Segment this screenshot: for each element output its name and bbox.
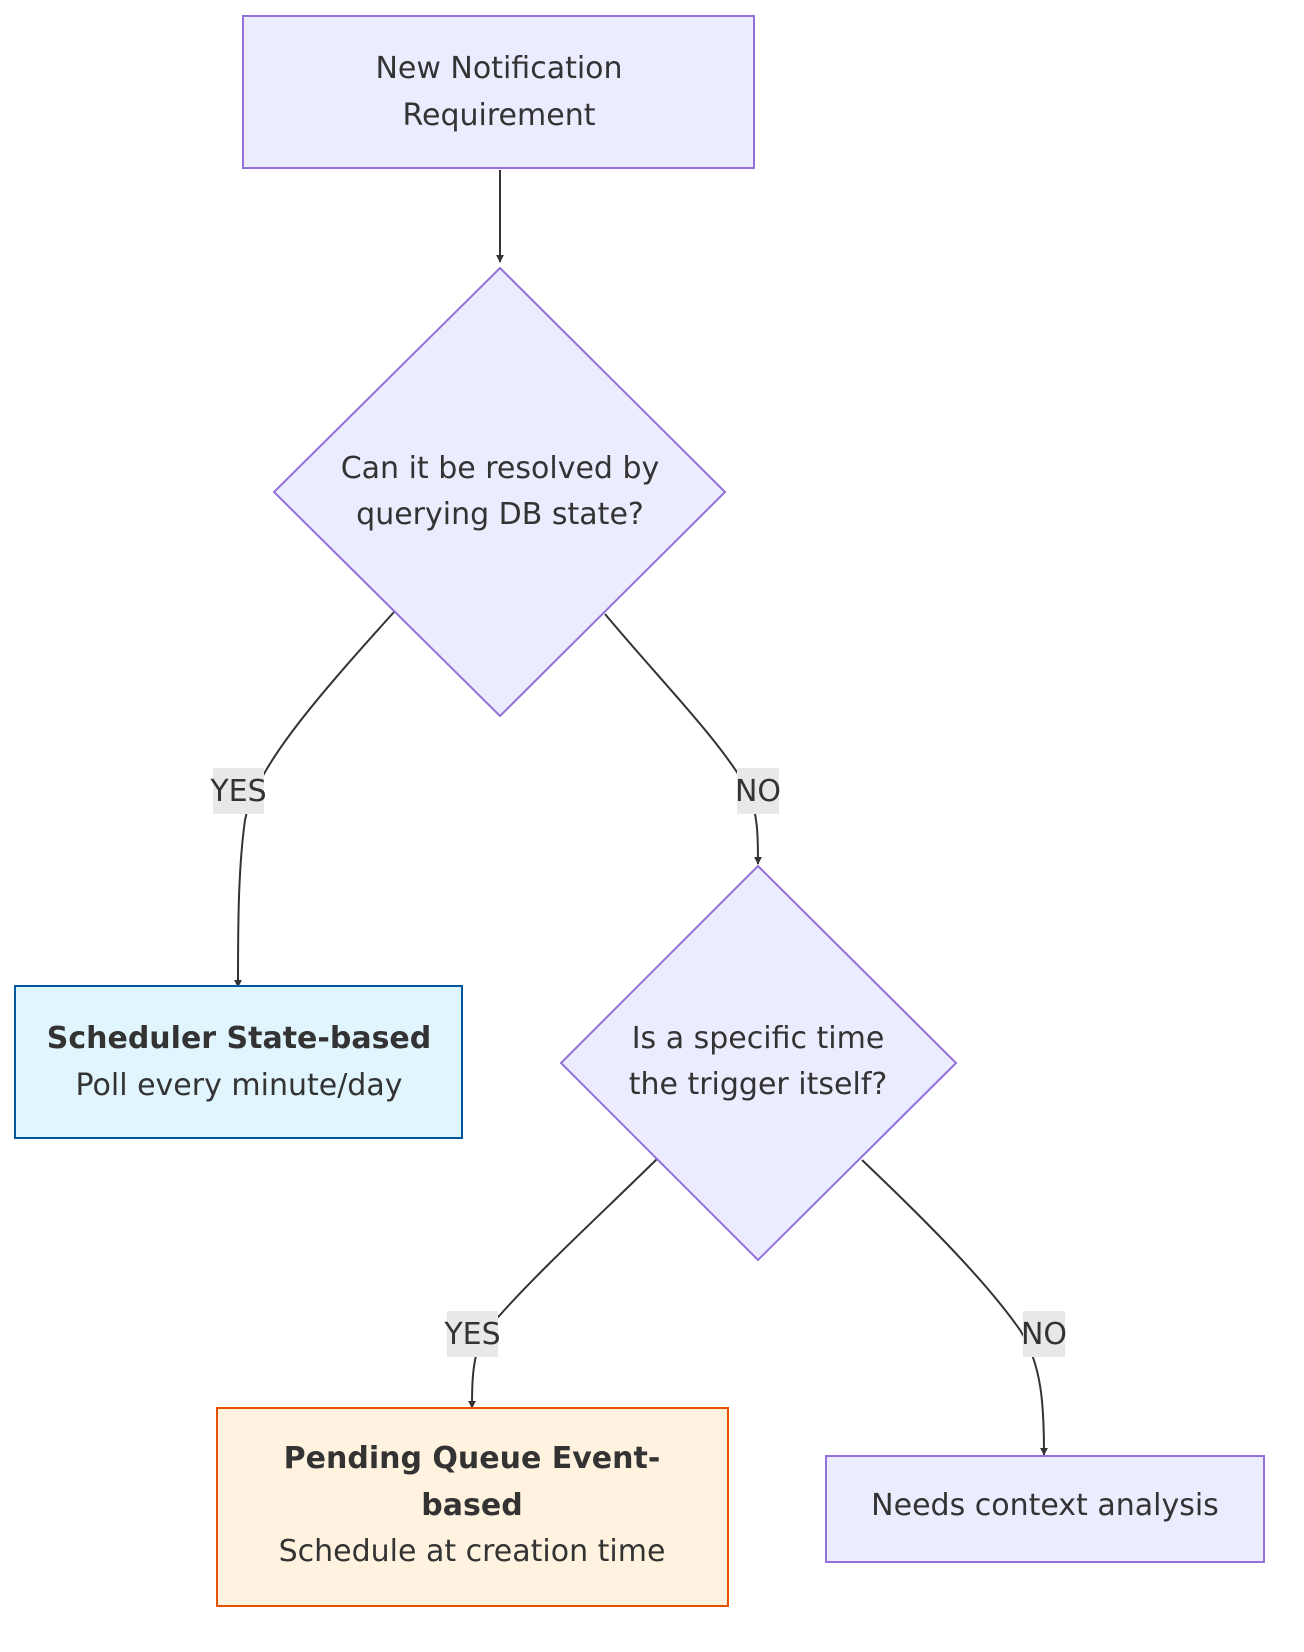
edge-decision1-no [604, 613, 762, 865]
scheduler-node-title: Scheduler State-based [47, 1021, 432, 1056]
decision-db-state: Can it be resolved by querying DB state? [272, 266, 727, 718]
decision-specific-time-diamond [559, 864, 958, 1262]
decision-specific-time: Is a specific time the trigger itself? [559, 864, 958, 1262]
decision-db-state-diamond [272, 266, 727, 718]
queue-node-title-line1: Pending Queue Event- [284, 1441, 661, 1476]
edge-label-bg [1023, 1311, 1065, 1357]
edge-label-yes: YES [209, 774, 266, 809]
decision-db-state-line2: querying DB state? [356, 497, 644, 532]
scheduler-node: Scheduler State-based Poll every minute/… [14, 985, 463, 1139]
edge-label-d2-yes: YES [443, 1311, 501, 1357]
scheduler-node-box [14, 985, 463, 1139]
queue-node-title-line2: based [421, 1488, 522, 1523]
edge-label-no: NO [735, 774, 781, 809]
context-node: Needs context analysis [825, 1455, 1265, 1563]
edge-decision2-yes [468, 1157, 659, 1409]
start-node-box [242, 15, 755, 169]
edges [234, 170, 1048, 1456]
edge-label-bg [447, 1311, 498, 1357]
edge-label-bg [213, 768, 264, 814]
queue-node: Pending Queue Event- based Schedule at c… [216, 1407, 729, 1607]
scheduler-node-subtitle: Poll every minute/day [76, 1068, 403, 1103]
decision-specific-time-line1: Is a specific time [632, 1021, 885, 1056]
queue-node-subtitle: Schedule at creation time [279, 1534, 666, 1569]
context-node-label: Needs context analysis [871, 1488, 1219, 1523]
start-node: New Notification Requirement [242, 15, 755, 169]
decision-specific-time-line2: the trigger itself? [629, 1067, 888, 1102]
decision-db-state-line1: Can it be resolved by [341, 451, 660, 486]
edge-label-no: NO [1021, 1317, 1067, 1352]
edge-decision2-no [861, 1159, 1048, 1456]
edge-label-d1-yes: YES [209, 768, 267, 814]
queue-node-box [216, 1407, 729, 1607]
edge-label-d1-no: NO [735, 768, 781, 814]
start-node-line2: Requirement [403, 98, 596, 133]
edge-label-yes: YES [443, 1317, 500, 1352]
start-node-line1: New Notification [375, 51, 622, 86]
context-node-box [825, 1455, 1265, 1563]
edge-label-d2-no: NO [1021, 1311, 1067, 1357]
edge-label-bg [737, 768, 779, 814]
